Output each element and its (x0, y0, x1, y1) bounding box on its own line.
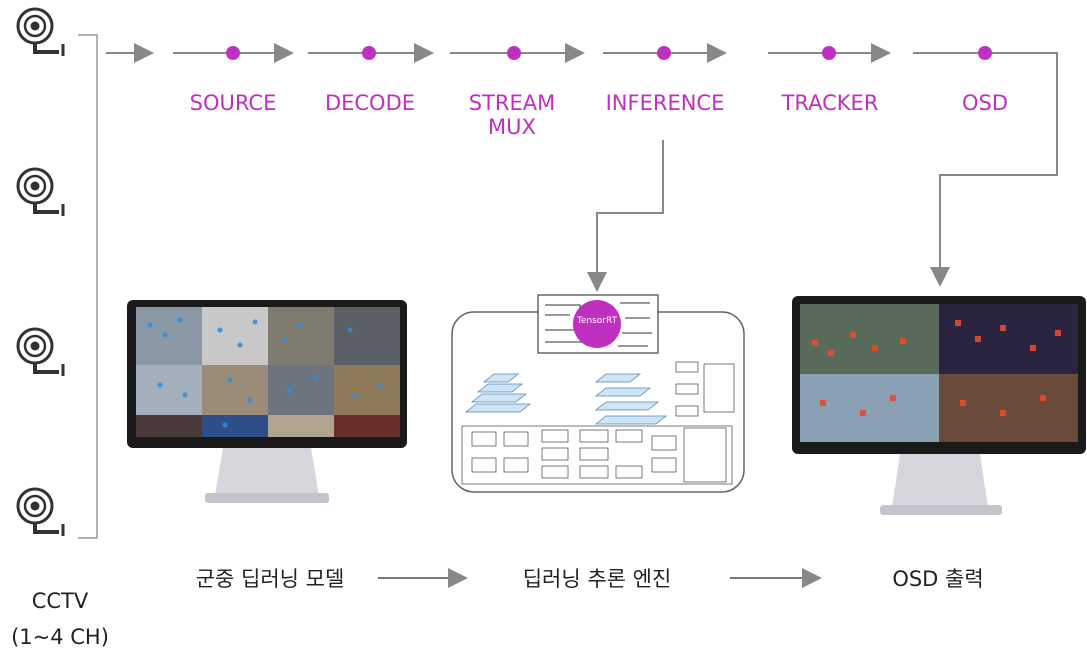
crowd-grid-thumbnails (136, 307, 400, 437)
cctv-camera-icon (16, 327, 65, 376)
flow-step-osd-output: OSD 출력 (892, 567, 984, 591)
cctv-label: CCTV (31, 589, 89, 613)
tensorrt-label: TensorRT (576, 316, 618, 326)
stage-label-decode: DECODE (324, 91, 416, 115)
stage-label-osd: OSD (961, 91, 1009, 115)
stage-dot-tracker (822, 46, 836, 60)
tensorrt-chip (573, 300, 621, 348)
pipeline-segment-source (173, 43, 294, 63)
stage-dot-inference (657, 46, 671, 60)
inference-engine-panel (451, 294, 745, 493)
pipeline-segment-streammux (450, 43, 585, 63)
flow-step-inference-engine: 딥러닝 추론 엔진 (522, 567, 672, 591)
input-monitor (127, 300, 407, 503)
stage-label-streammux: STREAM MUX (468, 91, 556, 139)
inference-to-engine-arrow (587, 140, 664, 292)
camera-bracket (78, 34, 98, 539)
pipeline-segment-decode (308, 43, 434, 63)
pipeline-segment-tracker (768, 43, 891, 63)
pipeline-segment-osd (913, 46, 1058, 287)
pipeline-segment-inference (603, 43, 727, 63)
stage-dot-source (226, 46, 240, 60)
stage-label-inference: INFERENCE (605, 91, 725, 115)
stage-label-tracker: TRACKER (781, 91, 879, 115)
stage-label-source: SOURCE (189, 91, 277, 115)
cctv-channel-label: (1~4 CH) (11, 625, 109, 649)
flow-step-crowd-model: 군중 딥러닝 모델 (195, 567, 345, 591)
stage-dot-decode (362, 46, 376, 60)
cctv-camera-icon (16, 167, 65, 216)
cctv-camera-icon (16, 487, 65, 536)
cctv-camera-icon (16, 7, 65, 56)
osd-monitor (792, 296, 1086, 515)
stage-dot-streammux (507, 46, 521, 60)
stage-dot-osd (978, 46, 992, 60)
